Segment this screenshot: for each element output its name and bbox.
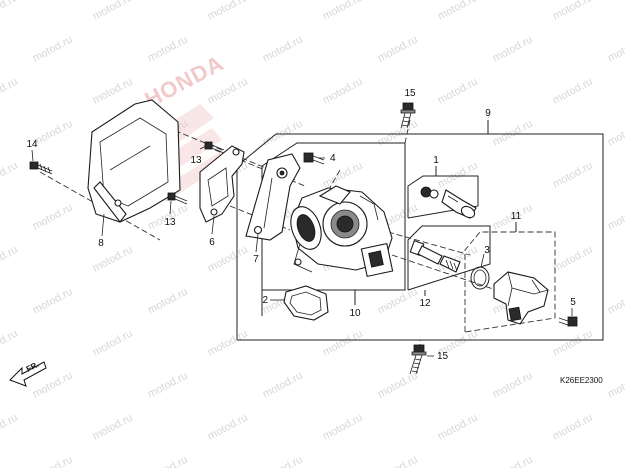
callout-1: 1 [433, 155, 439, 166]
callout-15-lower: 15 [437, 351, 449, 362]
watermark-text-68: motod.ru [261, 454, 305, 468]
watermark-text-17: motod.ru [551, 76, 595, 107]
watermark-text-50: motod.ru [206, 328, 250, 359]
part-1-sensor [420, 186, 477, 219]
watermark-text-69: motod.ru [376, 454, 420, 468]
assembly-boundary-9 [236, 120, 604, 341]
callout-3: 3 [484, 245, 490, 256]
watermark-text-42: motod.ru [31, 286, 75, 317]
callout-2: 2 [262, 295, 268, 306]
part-13-screw-upper [204, 141, 225, 154]
callout-4: 4 [330, 153, 336, 164]
callout-7: 7 [253, 254, 259, 265]
watermark-text-5: motod.ru [551, 0, 595, 23]
part-4-screw [303, 152, 325, 165]
watermark-text-65: motod.ru [551, 412, 595, 443]
watermark-text-4: motod.ru [436, 0, 480, 23]
watermark-text-10: motod.ru [491, 34, 535, 65]
watermark-text-62: motod.ru [206, 412, 250, 443]
part-7-bracket [245, 153, 301, 241]
watermark-text-13: motod.ru [91, 76, 135, 107]
watermark-text-53: motod.ru [551, 328, 595, 359]
watermark-text-28: motod.ru [436, 160, 480, 191]
watermark-text-57: motod.ru [376, 370, 420, 401]
watermark-text-9: motod.ru [376, 34, 420, 65]
watermark-text-56: motod.ru [261, 370, 305, 401]
watermark-text-58: motod.ru [491, 370, 535, 401]
callout-11: 11 [511, 211, 522, 222]
watermark-text-30: motod.ru [31, 202, 75, 233]
diagram-code: K26EE2300 [560, 376, 603, 385]
callout-13-lower: 13 [164, 217, 176, 228]
front-direction-arrow: FR. [9, 360, 47, 387]
part-2-gasket [283, 285, 329, 321]
watermark-text-71: motod.ru [606, 454, 625, 468]
watermark-text-36: motod.ru [0, 244, 20, 275]
watermark-text-61: motod.ru [91, 412, 135, 443]
callout-9: 9 [485, 108, 491, 119]
watermark-text-3: motod.ru [321, 0, 365, 23]
watermark-text-1: motod.ru [91, 0, 135, 23]
watermark-text-47: motod.ru [606, 286, 625, 317]
watermark-text-7: motod.ru [146, 34, 190, 65]
watermark-text-38: motod.ru [206, 244, 250, 275]
dashed-box-11 [464, 222, 556, 333]
callout-10: 10 [349, 308, 361, 319]
watermark-text-59: motod.ru [606, 370, 625, 401]
watermark-text-6: motod.ru [31, 34, 75, 65]
callout-8: 8 [98, 238, 104, 249]
watermark-text-8: motod.ru [261, 34, 305, 65]
part-12-plunger [409, 239, 461, 273]
watermark-text-67: motod.ru [146, 454, 190, 468]
watermark-text-51: motod.ru [321, 328, 365, 359]
part-13-screw-lower [167, 192, 188, 205]
part-15-bolt-upper [400, 102, 416, 129]
watermark-text-0: motod.ru [0, 0, 20, 23]
part-14-screw [29, 161, 53, 175]
watermark-text-27: motod.ru [321, 160, 365, 191]
part-5-screw [558, 316, 578, 327]
watermark-text-22: motod.ru [491, 118, 535, 149]
watermark-text-24: motod.ru [0, 160, 20, 191]
callout-14: 14 [26, 139, 38, 150]
watermark-text-2: motod.ru [206, 0, 250, 23]
watermark-text-63: motod.ru [321, 412, 365, 443]
part-10-throttle-body [290, 185, 394, 278]
part-15-bolt-lower [409, 344, 427, 375]
callout-5: 5 [570, 297, 576, 308]
callout-leaders [31, 145, 573, 357]
part-6-insulator [199, 145, 245, 223]
watermark-text-29: motod.ru [551, 160, 595, 191]
part-8-cover [87, 99, 181, 223]
callout-13-upper: 13 [190, 155, 202, 166]
watermark-text-55: motod.ru [146, 370, 190, 401]
watermark-text-16: motod.ru [436, 76, 480, 107]
watermark-text-48: motod.ru [0, 328, 20, 359]
part-3-o-ring [470, 266, 490, 290]
callout-15-upper: 15 [404, 88, 416, 99]
watermark-text-54: motod.ru [31, 370, 75, 401]
watermark-text-11: motod.ru [606, 34, 625, 65]
watermark-text-60: motod.ru [0, 412, 20, 443]
callout-labels: 1 2 3 4 5 6 7 8 9 10 11 12 13 13 14 15 1… [26, 88, 576, 362]
watermark-text-23: motod.ru [606, 118, 625, 149]
watermark-text-64: motod.ru [436, 412, 480, 443]
watermark-text-43: motod.ru [146, 286, 190, 317]
watermark-text-15: motod.ru [321, 76, 365, 107]
callout-12: 12 [419, 298, 431, 309]
watermark-text-66: motod.ru [31, 454, 75, 468]
watermark-text-12: motod.ru [0, 76, 20, 107]
watermark-text-41: motod.ru [551, 244, 595, 275]
watermark-text-70: motod.ru [491, 454, 535, 468]
watermark-text-21: motod.ru [376, 118, 420, 149]
watermark-text-20: motod.ru [261, 118, 305, 149]
part-11-sensor-unit [493, 271, 549, 325]
callout-6: 6 [209, 237, 215, 248]
watermark-text-35: motod.ru [606, 202, 625, 233]
watermark-text-49: motod.ru [91, 328, 135, 359]
